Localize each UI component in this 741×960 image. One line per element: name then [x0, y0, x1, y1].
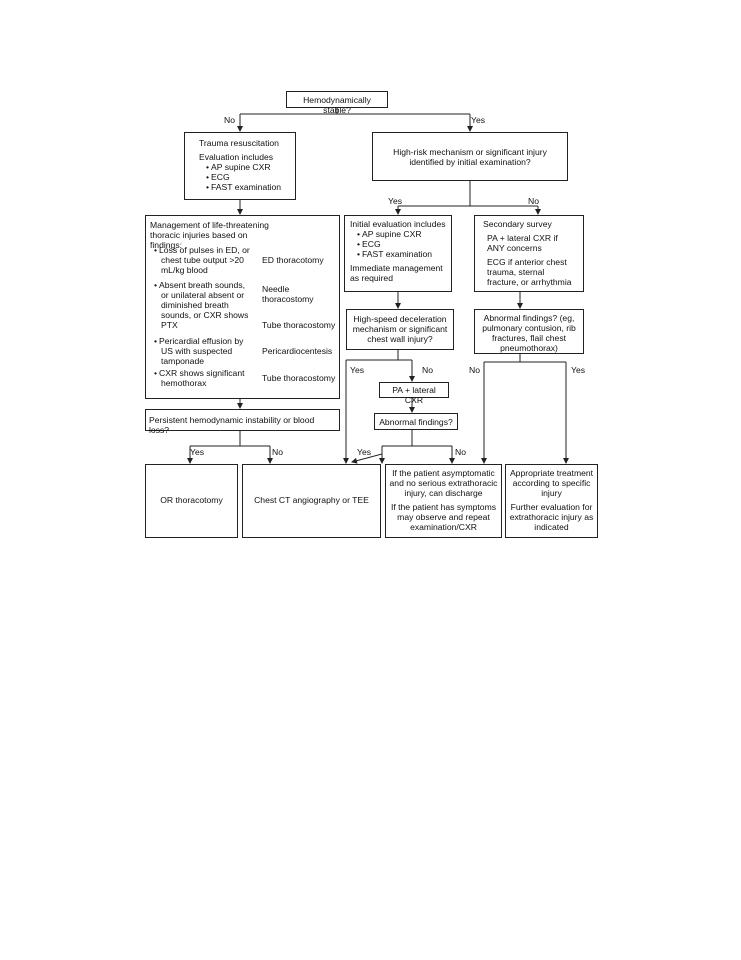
or-thoracotomy-label: OR thoracotomy: [160, 495, 223, 505]
treatment-p1: Appropriate treatment according to speci…: [509, 468, 594, 498]
finding-pulses: Loss of pulses in ED, or chest tube outp…: [153, 245, 253, 275]
persistent-instability-box: Persistent hemodynamic instability or bl…: [145, 409, 340, 435]
high-risk-label: High-risk mechanism or significant injur…: [393, 147, 547, 167]
high-risk-yes-label: Yes: [388, 196, 403, 206]
trauma-title: Trauma resuscitation: [199, 138, 279, 148]
persistent-instability-label: Persistent hemodynamic instability or bl…: [149, 415, 315, 435]
secondary-no-label: No: [469, 365, 480, 375]
or-thoracotomy-box: OR thoracotomy: [145, 464, 238, 538]
discharge-box: If the patient asymptomatic and no serio…: [385, 464, 502, 538]
trauma-eval: Evaluation includes: [199, 152, 274, 162]
persistent-no-label: No: [272, 447, 283, 457]
chest-ct-label: Chest CT angiography or TEE: [254, 495, 369, 505]
result-tube-thoracostomy-2: Tube thoracostomy: [262, 373, 336, 383]
secondary-p2: ECG if anterior chest trauma, sternal fr…: [487, 257, 572, 287]
initial-note: Immediate management as required: [350, 263, 443, 283]
high-speed-yes-label: Yes: [350, 365, 365, 375]
high-risk-no-label: No: [528, 196, 539, 206]
trauma-item: AP supine CXR: [205, 162, 289, 172]
result-tube-thoracostomy-1: Tube thoracostomy: [262, 320, 336, 330]
discharge-p1: If the patient asymptomatic and no serio…: [389, 468, 498, 498]
root-no-label: No: [224, 115, 235, 125]
abnormal-findings-secondary-label: Abnormal findings? (eg, pulmonary contus…: [482, 313, 576, 353]
initial-item: FAST examination: [356, 249, 446, 259]
trauma-item: ECG: [205, 172, 289, 182]
high-risk-box: High-risk mechanism or significant injur…: [372, 132, 568, 181]
pa-lateral-cxr-box: PA + lateral CXR: [379, 382, 449, 405]
initial-item: AP supine CXR: [356, 229, 446, 239]
result-pericardiocentesis: Pericardiocentesis: [262, 346, 333, 356]
abnormal-findings-label: Abnormal findings?: [379, 417, 453, 427]
abnormal-no-label: No: [455, 447, 466, 457]
abnormal-findings-secondary-box: Abnormal findings? (eg, pulmonary contus…: [474, 309, 584, 354]
trauma-resuscitation-box: Trauma resuscitation Evaluation includes…: [184, 132, 296, 200]
secondary-survey-box: Secondary survey PA + lateral CXR if ANY…: [474, 215, 584, 292]
abnormal-findings-box: Abnormal findings?: [374, 413, 458, 430]
initial-title: Initial evaluation includes: [350, 219, 446, 229]
high-speed-no-label: No: [422, 365, 433, 375]
finding-breath-sounds: Absent breath sounds, or unilateral abse…: [153, 280, 253, 330]
finding-hemothorax: CXR shows significant hemothorax: [153, 368, 253, 388]
secondary-title: Secondary survey: [483, 219, 552, 229]
result-needle-thoracostomy: Needle thoracostomy: [262, 284, 314, 304]
pa-lateral-cxr-label: PA + lateral CXR: [392, 385, 436, 405]
initial-evaluation-box: Initial evaluation includes AP supine CX…: [344, 215, 452, 292]
chest-ct-box: Chest CT angiography or TEE: [242, 464, 381, 538]
discharge-p2: If the patient has symptoms may observe …: [390, 502, 497, 532]
finding-pericardial: Pericardial effusion by US with suspecte…: [153, 336, 253, 366]
high-speed-label: High-speed deceleration mechanism or sig…: [352, 314, 448, 344]
secondary-yes-label: Yes: [571, 365, 586, 375]
treatment-p2: Further evaluation for extrathoracic inj…: [509, 502, 594, 532]
hemodynamically-stable-box: Hemodynamically stable?: [286, 91, 388, 115]
secondary-p1: PA + lateral CXR if ANY concerns: [487, 233, 558, 253]
initial-item: ECG: [356, 239, 446, 249]
treatment-box: Appropriate treatment according to speci…: [505, 464, 598, 538]
high-speed-box: High-speed deceleration mechanism or sig…: [346, 309, 454, 350]
result-ed-thoracotomy: ED thoracotomy: [262, 255, 324, 265]
root-yes-label: Yes: [471, 115, 486, 125]
trauma-item: FAST examination: [205, 182, 289, 192]
persistent-yes-label: Yes: [190, 447, 205, 457]
hemodynamically-stable-label: Hemodynamically stable?: [303, 95, 371, 115]
abnormal-yes-label: Yes: [357, 447, 372, 457]
